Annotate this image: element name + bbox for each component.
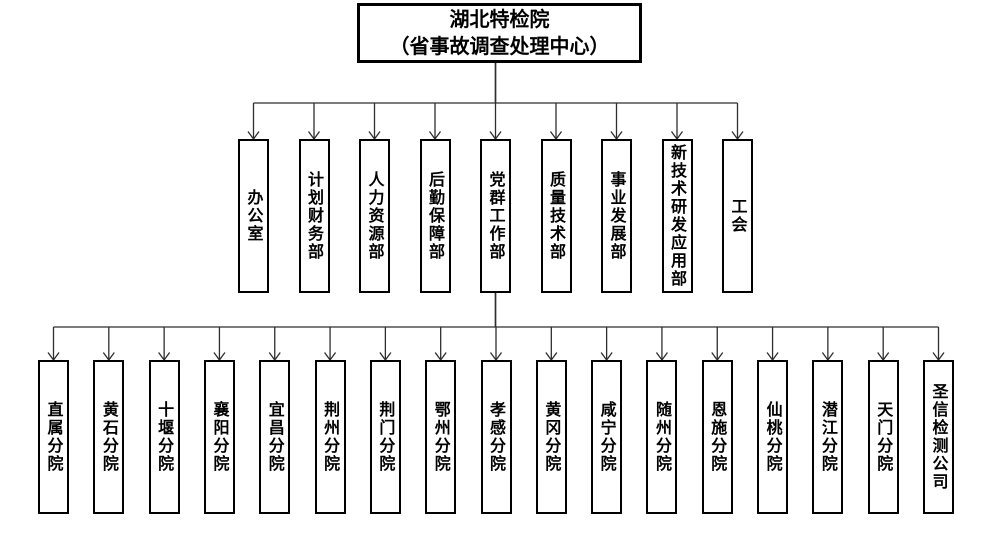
branch-node: 荆州分院 bbox=[314, 360, 346, 514]
branch-node: 恩施分院 bbox=[701, 360, 733, 514]
branch-node: 宜昌分院 bbox=[259, 360, 291, 514]
branch-node: 圣信检测公司 bbox=[923, 360, 954, 514]
branch-node: 直属分院 bbox=[38, 360, 69, 514]
branch-node-label: 黄石分院 bbox=[99, 401, 119, 473]
department-node: 计划财务部 bbox=[298, 139, 330, 293]
branch-node-label: 鄂州分院 bbox=[431, 401, 451, 473]
department-node-label: 办公室 bbox=[244, 189, 264, 243]
department-node: 工会 bbox=[722, 139, 753, 293]
branch-node: 黄石分院 bbox=[93, 360, 125, 514]
department-node: 后勤保障部 bbox=[419, 139, 451, 293]
department-node: 党群工作部 bbox=[480, 139, 511, 293]
department-node-label: 工会 bbox=[728, 198, 748, 234]
branch-node: 孝感分院 bbox=[480, 360, 512, 514]
root-title-line1: 湖北特检院 bbox=[449, 7, 550, 31]
branch-node-label: 宜昌分院 bbox=[265, 401, 285, 473]
branch-node-label: 直属分院 bbox=[44, 401, 64, 473]
department-node-label: 质量技术部 bbox=[547, 171, 566, 261]
branch-node-label: 咸宁分院 bbox=[597, 401, 617, 473]
root-node: 湖北特检院 （省事故调查处理中心） bbox=[357, 3, 642, 63]
department-node-label: 人力资源部 bbox=[365, 171, 385, 261]
branch-node-label: 孝感分院 bbox=[487, 401, 506, 473]
branch-node-label: 圣信检测公司 bbox=[929, 383, 949, 491]
department-node-label: 计划财务部 bbox=[305, 171, 324, 261]
department-node: 办公室 bbox=[238, 139, 269, 293]
branch-node: 荆门分院 bbox=[369, 360, 401, 514]
branch-node-label: 黄冈分院 bbox=[542, 401, 562, 473]
departments-row: 办公室 计划财务部 人力资源部 后勤保障部 党群工作部 质量技术部 事业发展部 新技术研发应用… bbox=[238, 139, 753, 293]
branch-node: 随州分院 bbox=[646, 360, 678, 514]
branch-node: 潜江分院 bbox=[812, 360, 844, 514]
branch-node-label: 恩施分院 bbox=[708, 401, 728, 473]
branches-row: 直属分院 黄石分院 十堰分院 襄阳分院 宜昌分院 荆州分院 荆门分院 鄂州分院 孝感分院 黄冈分院… bbox=[38, 360, 954, 514]
department-node-label: 新技术研发应用部 bbox=[668, 144, 687, 288]
branch-node-label: 荆门分院 bbox=[376, 401, 396, 473]
branch-node-label: 十堰分院 bbox=[155, 401, 175, 473]
branch-node-label: 仙桃分院 bbox=[763, 401, 783, 473]
branch-node: 仙桃分院 bbox=[757, 360, 789, 514]
branch-node: 襄阳分院 bbox=[203, 360, 235, 514]
department-node-label: 后勤保障部 bbox=[426, 171, 445, 261]
branch-node: 十堰分院 bbox=[148, 360, 180, 514]
root-title-line2: （省事故调查处理中心） bbox=[389, 34, 610, 58]
department-node: 质量技术部 bbox=[540, 139, 572, 293]
department-node-label: 党群工作部 bbox=[486, 171, 506, 261]
branch-node: 鄂州分院 bbox=[425, 360, 457, 514]
branch-node: 天门分院 bbox=[867, 360, 899, 514]
branch-node-label: 潜江分院 bbox=[818, 401, 838, 473]
branch-node-label: 荆州分院 bbox=[321, 401, 341, 473]
branch-node-label: 随州分院 bbox=[652, 401, 672, 473]
branch-node-label: 襄阳分院 bbox=[210, 401, 230, 473]
branch-node: 咸宁分院 bbox=[591, 360, 623, 514]
department-node: 人力资源部 bbox=[359, 139, 390, 293]
branch-node: 黄冈分院 bbox=[535, 360, 567, 514]
branch-node-label: 天门分院 bbox=[874, 401, 894, 473]
department-node: 事业发展部 bbox=[601, 139, 632, 293]
department-node: 新技术研发应用部 bbox=[661, 139, 693, 293]
department-node-label: 事业发展部 bbox=[607, 171, 627, 261]
